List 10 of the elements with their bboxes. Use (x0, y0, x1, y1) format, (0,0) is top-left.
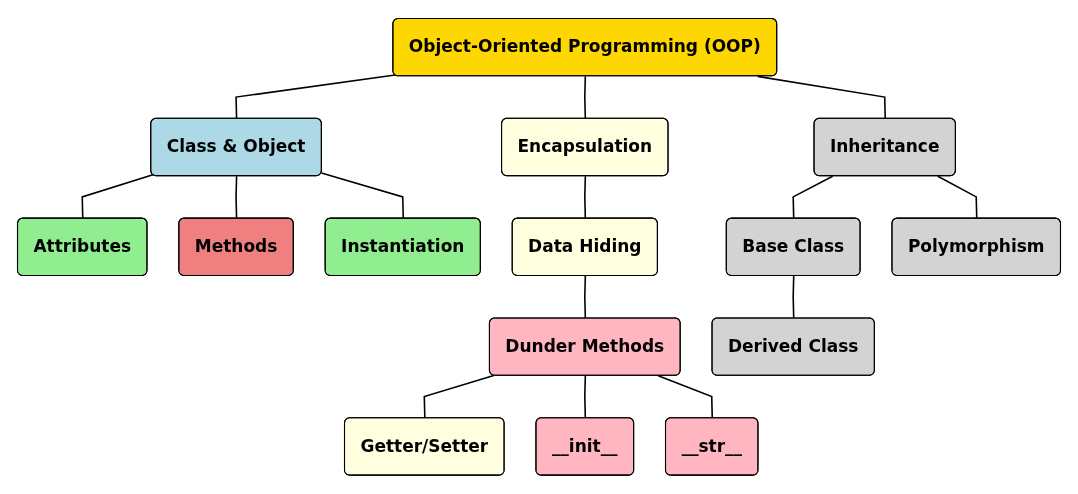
connector (792, 175, 834, 220)
connector (937, 175, 978, 220)
connector (584, 175, 587, 220)
connector (81, 174, 154, 220)
connector (584, 75, 587, 120)
connector (584, 275, 587, 320)
connector (320, 172, 405, 220)
connector (235, 74, 396, 120)
connector (792, 275, 795, 320)
connector (235, 175, 238, 220)
